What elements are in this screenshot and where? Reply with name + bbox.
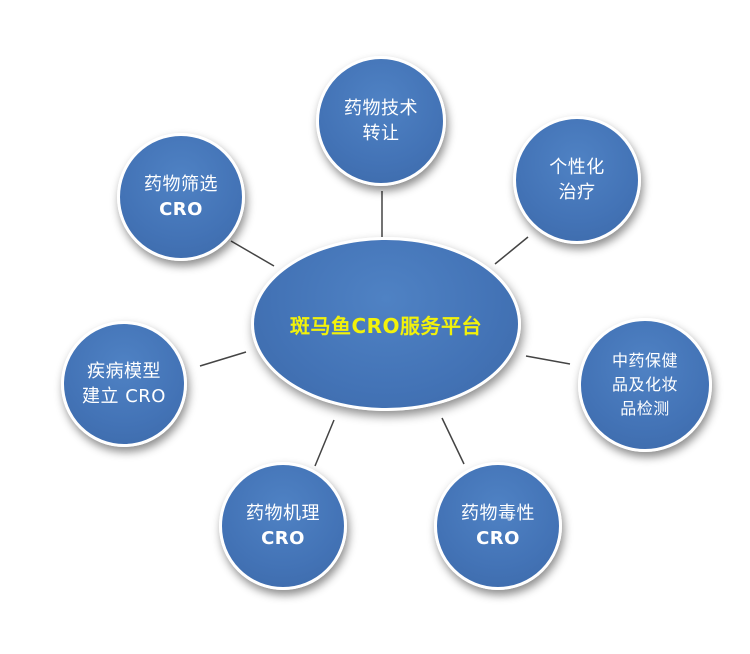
node-right-line1: 中药保健 (611, 351, 678, 370)
node-left-line1: 疾病模型 (87, 361, 161, 382)
node-top-right-line1: 个性化 (549, 157, 605, 178)
node-bottom-left-line2: CRO (261, 528, 305, 549)
node-tcm-cosmetics-testing: 中药保健 品及化妆 品检测 (578, 318, 712, 452)
node-top-line1: 药物技术 (344, 98, 418, 119)
connector-bottom-right (441, 417, 465, 465)
center-label: 斑马鱼CRO服务平台 (289, 313, 483, 338)
node-bottom-left-line1: 药物机理 (246, 503, 320, 524)
connector-top-left (230, 240, 275, 267)
node-right-line3: 品检测 (620, 399, 670, 418)
node-drug-toxicity-cro: 药物毒性 CRO (434, 462, 562, 590)
center-node: 斑马鱼CRO服务平台 (251, 237, 521, 411)
node-disease-model-cro: 疾病模型 建立 CRO (61, 321, 187, 447)
node-top-right-line2: 治疗 (558, 182, 596, 203)
node-top-left-line2: CRO (159, 199, 203, 220)
node-right-line2: 品及化妆 (611, 375, 678, 394)
node-personalized-therapy: 个性化 治疗 (513, 116, 641, 244)
connector-bottom-left (314, 419, 335, 467)
connector-top-right (494, 236, 529, 265)
node-drug-mechanism-cro: 药物机理 CRO (219, 462, 347, 590)
connector-right (525, 355, 571, 365)
node-left-line2: 建立 CRO (82, 386, 166, 407)
node-top-line2: 转让 (362, 123, 400, 144)
node-drug-tech-transfer: 药物技术 转让 (316, 56, 446, 186)
node-bottom-right-line1: 药物毒性 (461, 503, 535, 524)
connector-left (199, 351, 247, 367)
node-top-left-line1: 药物筛选 (144, 174, 218, 195)
node-bottom-right-line2: CRO (476, 528, 520, 549)
node-drug-screening-cro: 药物筛选 CRO (117, 133, 245, 261)
